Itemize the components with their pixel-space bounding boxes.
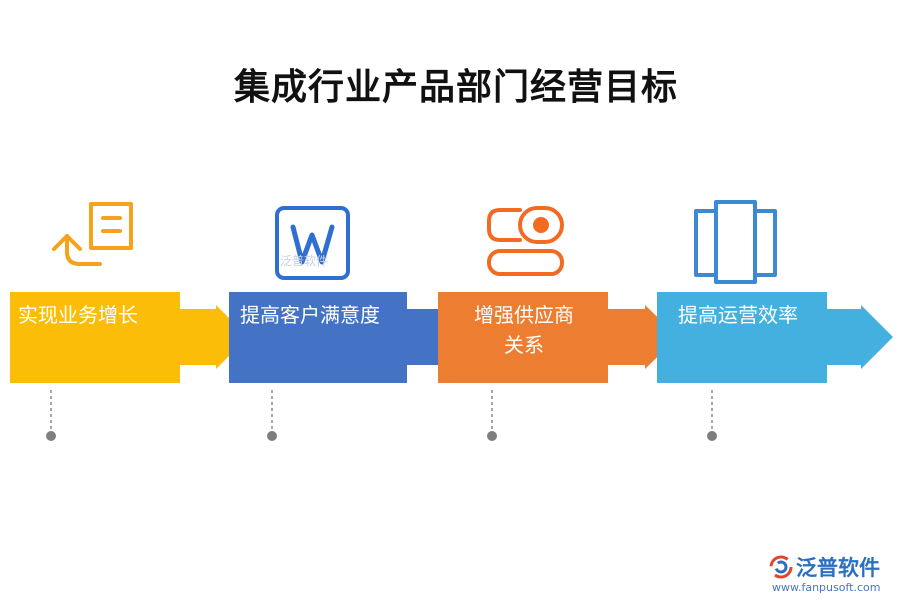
brand-url: www.fanpusoft.com [772, 581, 881, 594]
step-1-dot [46, 431, 56, 441]
step-4-arrow [827, 305, 893, 369]
step-3 [438, 206, 678, 441]
step-2-dot [267, 431, 277, 441]
step-1-box [10, 292, 180, 383]
step-3-box [438, 292, 608, 383]
step-3-dot [487, 431, 497, 441]
step-3-label: 增强供应商 关系 [474, 303, 574, 357]
step-1 [10, 202, 248, 441]
step-4 [657, 200, 893, 441]
step-4-box [657, 292, 827, 383]
page-title: 集成行业产品部门经营目标 [233, 67, 678, 108]
step-2 [229, 206, 477, 441]
document-return-icon [52, 202, 133, 266]
step-4-label: 提高运营效率 [678, 303, 798, 327]
step-1-label: 实现业务增长 [18, 303, 138, 327]
step-2-box [229, 292, 407, 383]
brand-swirl-icon [769, 555, 793, 579]
word-document-icon [275, 206, 350, 280]
step-2-label: 提高客户满意度 [240, 303, 380, 327]
brand-name: 泛普软件 [796, 556, 880, 580]
watermark: 泛普软件 [280, 254, 329, 268]
toggle-switch-icon [487, 206, 564, 276]
brand-logo: 泛普软件 www.fanpusoft.com [768, 552, 894, 596]
panels-icon [694, 200, 777, 284]
step-4-dot [707, 431, 717, 441]
